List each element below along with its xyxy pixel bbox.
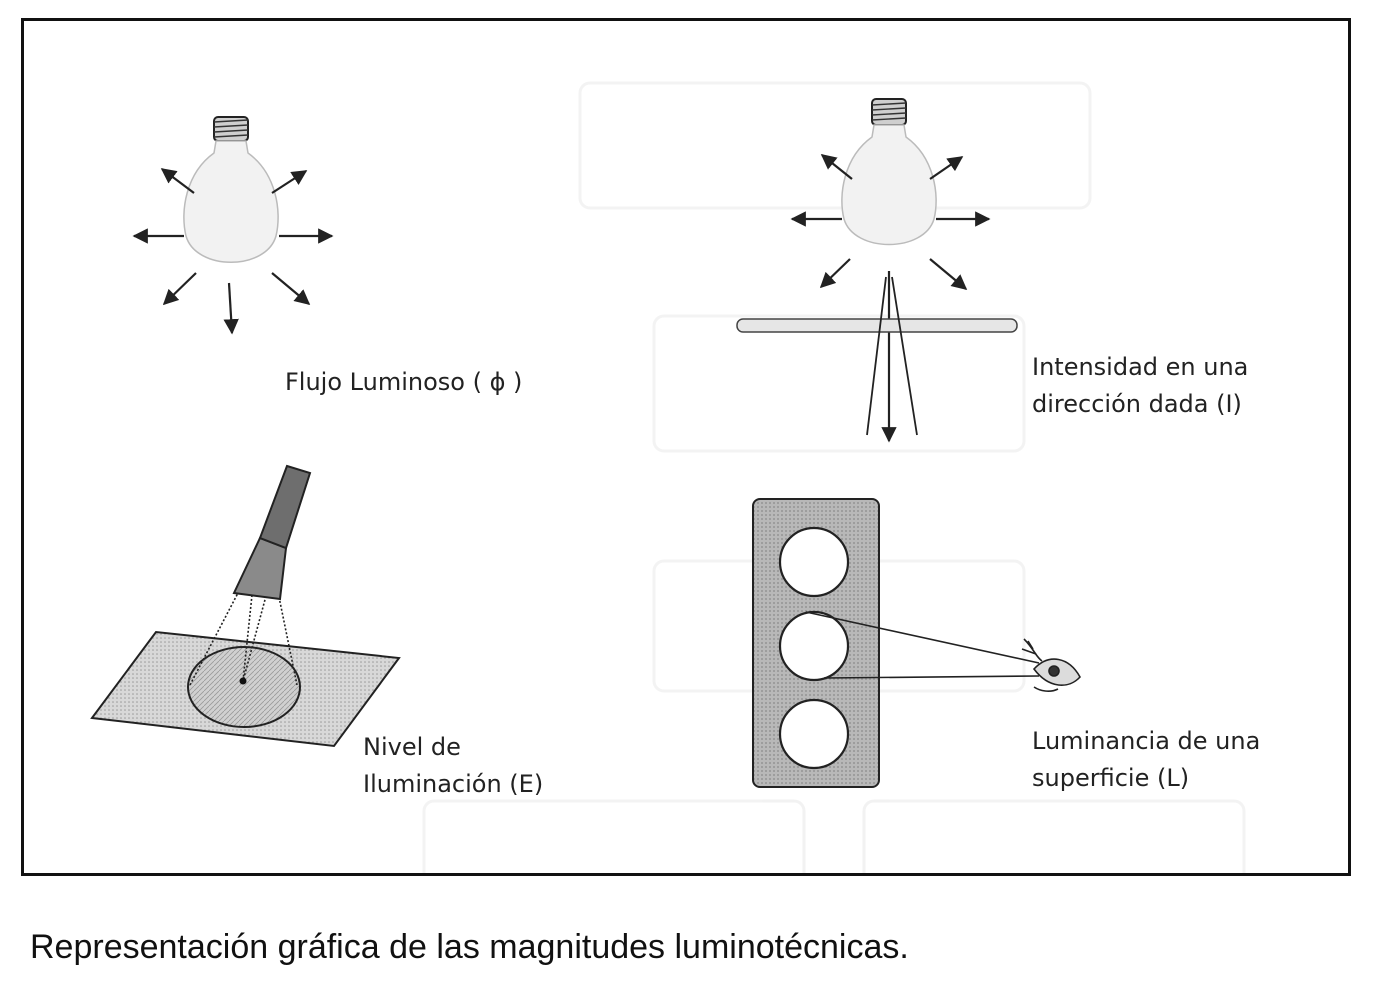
luminance-label-line2: superficie (L): [1032, 764, 1190, 792]
background-ghost: [422, 81, 1246, 873]
illuminance-label-line1: Nivel de: [363, 733, 461, 761]
bulb-flux-icon: [132, 116, 334, 335]
figure-caption: Representación gráfica de las magnitudes…: [30, 928, 909, 966]
illuminance-label-line2: Iluminación (E): [363, 770, 544, 798]
flashlight-illuminance-icon: [90, 464, 401, 748]
luminotechnical-diagram: [90, 81, 1246, 873]
intensity-label-line1: Intensidad en una: [1032, 353, 1249, 381]
figure-frame: Flujo Luminoso ( ϕ ) Intensidad en una d…: [21, 18, 1351, 876]
bulb-intensity-icon: [736, 98, 1018, 443]
luminance-label-line1: Luminancia de una: [1032, 727, 1261, 755]
eye-icon: [1021, 638, 1081, 692]
panel-luminance-icon: [752, 498, 1040, 788]
intensity-label-line2: dirección dada (I): [1032, 390, 1242, 418]
flux-label: Flujo Luminoso ( ϕ ): [285, 368, 523, 396]
